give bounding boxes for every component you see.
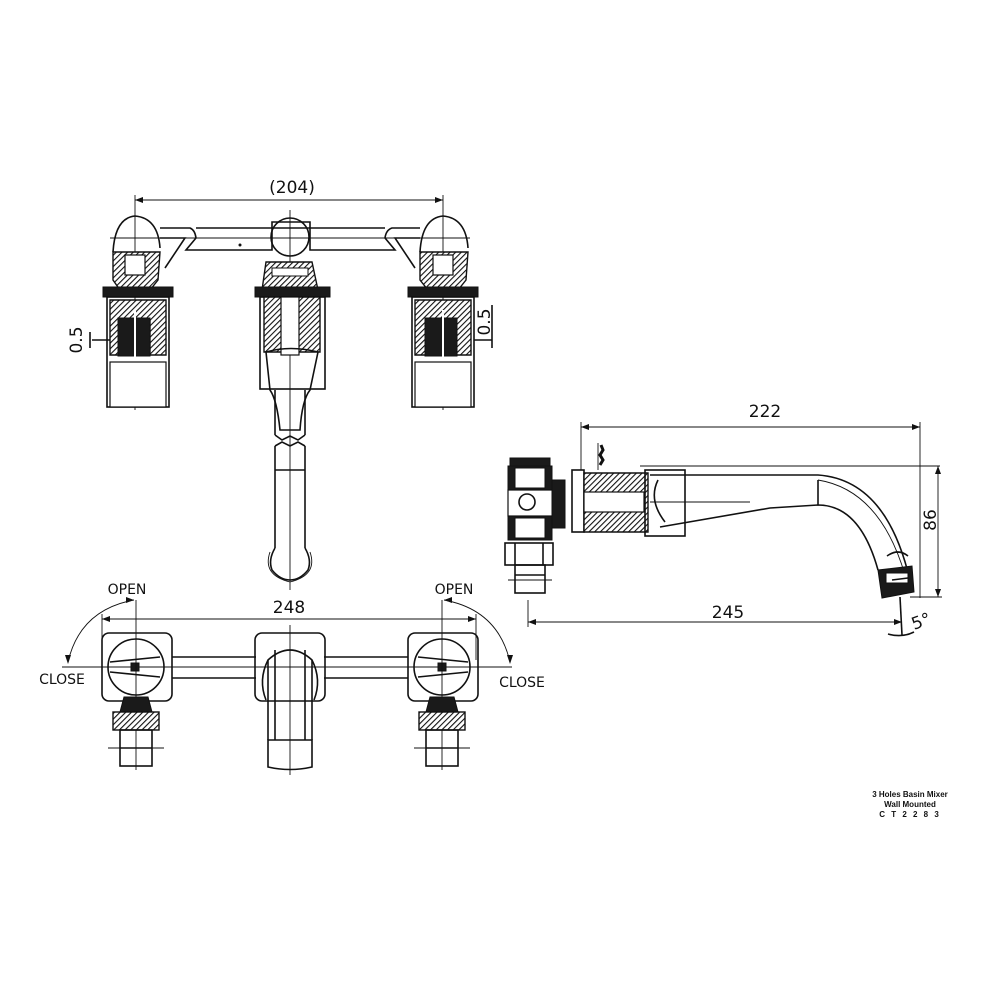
right-open-label: OPEN	[435, 582, 474, 598]
front-view: 0.5 0.5 (204)	[67, 178, 495, 590]
left-flange	[102, 286, 174, 298]
width-dim: 248	[273, 598, 305, 618]
centers-dim: (204)	[269, 178, 315, 198]
projection-dim: 245	[712, 603, 744, 623]
model-number: C T 2 2 8 3	[879, 810, 941, 819]
height-dim: 86	[921, 509, 941, 531]
side-view: 222 86 245 5°	[504, 402, 942, 637]
plan-view: 248	[39, 582, 545, 775]
left-open-label: OPEN	[108, 582, 147, 598]
title-line-1: 3 Holes Basin Mixer	[872, 790, 948, 799]
right-close-label: CLOSE	[499, 675, 545, 691]
title-line-2: Wall Mounted	[884, 800, 936, 809]
title-block: 3 Holes Basin Mixer Wall Mounted C T 2 2…	[860, 790, 960, 820]
angle-dim: 5°	[909, 609, 934, 634]
right-offset-dim: 0.5	[475, 308, 495, 335]
left-offset-dim: 0.5	[67, 326, 87, 353]
left-close-label: CLOSE	[39, 672, 85, 688]
spout-length-dim: 222	[749, 402, 781, 422]
